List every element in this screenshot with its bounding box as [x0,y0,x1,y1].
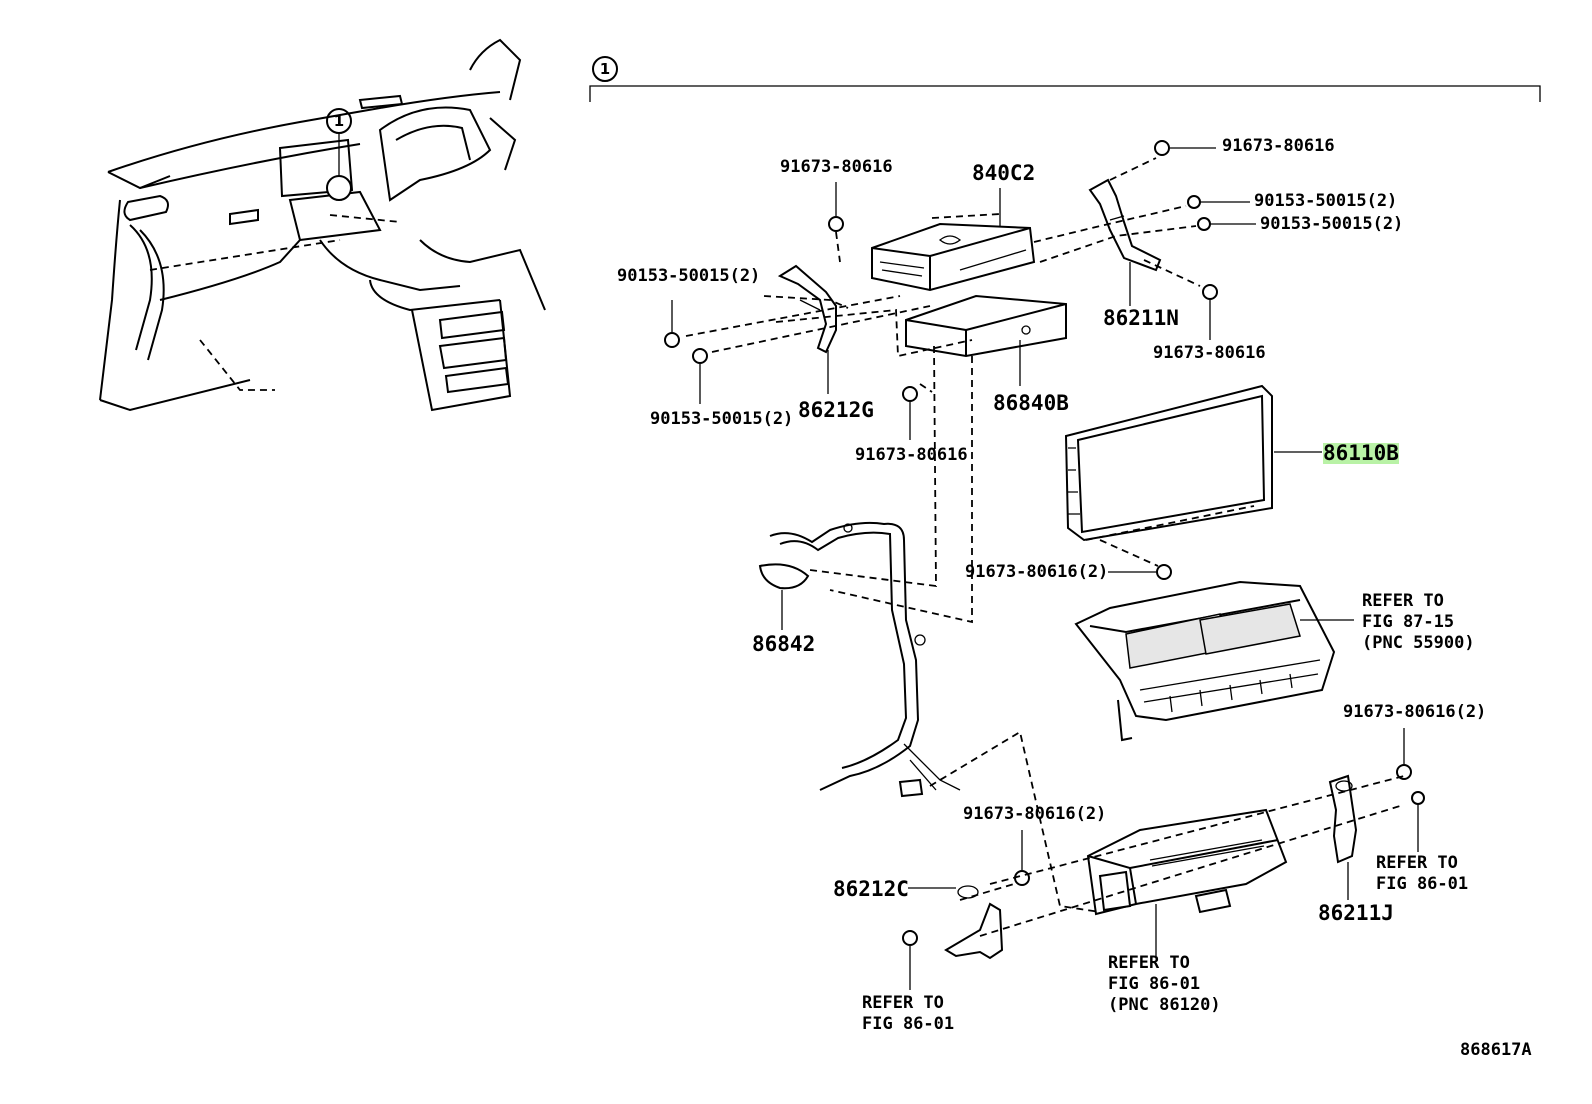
part-label-91673-80616-2-b[interactable]: 91673-80616(2) [1343,702,1487,722]
part-label-86212C[interactable]: 86212C [833,877,909,901]
part-label-91673-80616-2-c[interactable]: 91673-80616(2) [963,804,1107,824]
bracket-86212C-shape [944,885,1004,960]
part-label-91673-80616-mid[interactable]: 91673-80616 [855,445,968,465]
part-label-91673-80616-top[interactable]: 91673-80616 [780,157,893,177]
part-86110B-display-shape [1064,384,1273,542]
part-label-86211J[interactable]: 86211J [1318,901,1394,925]
part-86840B-shape [905,294,1067,386]
part-label-86110B[interactable]: 86110B [1323,441,1399,465]
note-refer-fig-86-01-pnc[interactable]: REFER TO FIG 86-01 (PNC 86120) [1108,953,1221,1015]
part-840C2-shape [871,213,1036,292]
part-label-86840B[interactable]: 86840B [993,391,1069,415]
note-refer-fig-87-15[interactable]: REFER TO FIG 87-15 (PNC 55900) [1362,591,1475,653]
bracket-86211N-shape [1088,178,1162,272]
fasteners [664,140,1425,990]
part-label-86842[interactable]: 86842 [752,632,816,656]
lower-unit-shape [1086,808,1288,916]
part-label-91673-80616-top-right[interactable]: 91673-80616 [1222,136,1335,156]
note-refer-fig-86-01-left[interactable]: REFER TO FIG 86-01 [862,993,955,1034]
callout-number-overview: 1 [333,112,345,130]
note-refer-fig-86-01-right[interactable]: REFER TO FIG 86-01 [1376,853,1469,894]
part-label-90153-50015-low[interactable]: 90153-50015(2) [650,409,794,429]
part-label-86212G[interactable]: 86212G [798,398,874,422]
callout-circle [592,56,618,82]
part-label-840C2[interactable]: 840C2 [972,161,1036,185]
callout-number: 1 [599,60,611,78]
part-label-91673-80616-right[interactable]: 91673-80616 [1153,343,1266,363]
part-label-91673-80616-2-a[interactable]: 91673-80616(2) [965,562,1109,582]
assembly-dashed-lines [685,157,1405,937]
center-panel-shape [1074,580,1354,742]
part-label-90153-50015-left[interactable]: 90153-50015(2) [617,266,761,286]
assembly-bracket-line [589,85,1541,102]
bracket-86212G-shape [777,264,837,354]
part-label-90153-50015-a[interactable]: 90153-50015(2) [1254,191,1398,211]
dashboard-illustration [99,38,546,412]
part-label-86211N[interactable]: 86211N [1103,306,1179,330]
figure-code: 868617A [1460,1040,1532,1060]
part-label-90153-50015-b[interactable]: 90153-50015(2) [1260,214,1404,234]
